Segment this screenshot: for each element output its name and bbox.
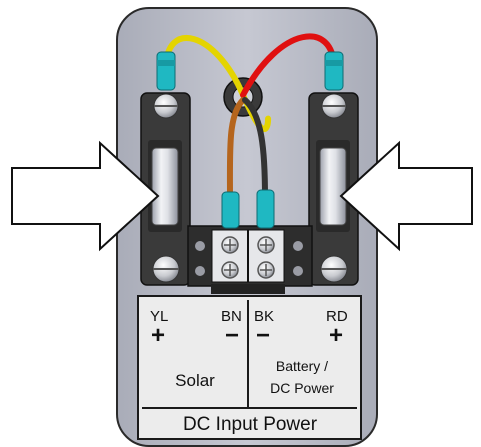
fuse-icon xyxy=(319,147,347,226)
left-fuse-holder xyxy=(140,92,191,286)
yellow-wire-code: YL xyxy=(150,308,168,325)
red-wire-code: RD xyxy=(326,308,348,325)
battery-label-line1: Battery / xyxy=(276,358,328,374)
arrow-left-icon xyxy=(339,140,473,252)
solar-plus-sign: + xyxy=(151,322,165,349)
terminal-ring-connectors xyxy=(221,189,275,229)
fuse-icon xyxy=(151,147,179,226)
battery-label-line2: DC Power xyxy=(270,380,334,396)
battery-plus-sign: + xyxy=(329,322,343,349)
right-ring-connector xyxy=(324,51,344,91)
solar-label: Solar xyxy=(175,371,215,390)
dc-input-power-title: DC Input Power xyxy=(183,414,318,435)
left-ring-connector xyxy=(156,51,176,91)
black-wire-code: BK xyxy=(254,308,274,325)
right-fuse-holder xyxy=(308,92,359,286)
black-wire xyxy=(242,97,268,201)
solar-minus-sign: − xyxy=(225,322,239,349)
battery-minus-sign: − xyxy=(256,322,270,349)
terminal-block-icon xyxy=(187,225,313,294)
label-plate: YL BN BK RD + − − + Solar Battery / DC P… xyxy=(137,295,362,440)
brown-wire-code: BN xyxy=(221,308,242,325)
arrow-right-icon xyxy=(11,140,160,252)
brown-wire xyxy=(226,97,246,203)
